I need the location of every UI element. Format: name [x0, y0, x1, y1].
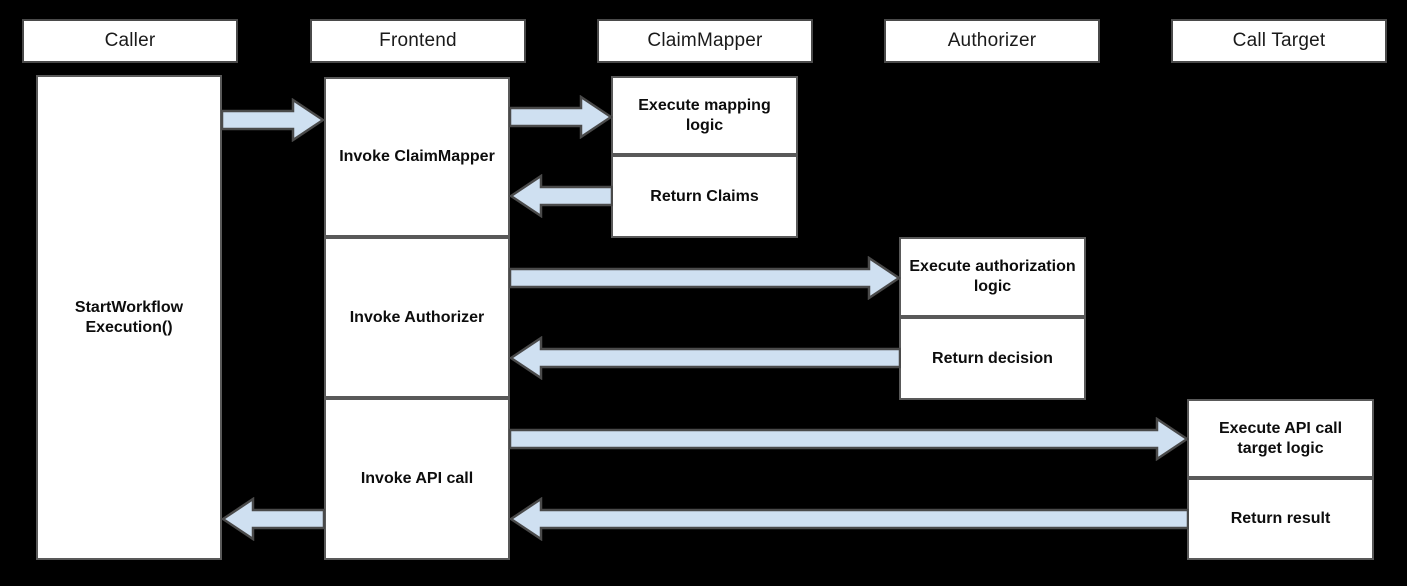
activation-label-invoke-authorizer: Invoke Authorizer: [349, 308, 485, 326]
message-arrow-claimmapper-to-frontend[interactable]: [509, 174, 613, 218]
message-arrow-calltarget-to-frontend[interactable]: [509, 497, 1189, 541]
activation-label-return-decision: Return decision: [932, 349, 1053, 367]
activation-label-execute-mapping-logic: Execute mapping logic: [638, 96, 771, 134]
activation-frontend-invoke-api-call[interactable]: Invoke API call: [324, 398, 510, 560]
activation-caller-start-workflow[interactable]: StartWorkflow Execution(): [36, 75, 222, 560]
message-arrow-authorizer-to-frontend[interactable]: [509, 336, 901, 380]
participant-label-authorizer: Authorizer: [947, 30, 1037, 51]
participant-header-caller[interactable]: Caller: [22, 19, 238, 63]
activation-calltarget-execute-api-call-target-logic[interactable]: Execute API call target logic: [1187, 399, 1374, 478]
activation-label-invoke-claimmapper: Invoke ClaimMapper: [339, 148, 495, 165]
activation-frontend-invoke-authorizer[interactable]: Invoke Authorizer: [324, 237, 510, 398]
participant-label-claimmapper: ClaimMapper: [647, 30, 763, 51]
activation-label-return-claims: Return Claims: [650, 187, 759, 205]
participant-label-calltarget: Call Target: [1232, 30, 1326, 51]
message-arrow-frontend-to-calltarget[interactable]: [509, 417, 1189, 461]
activation-claimmapper-return-claims[interactable]: Return Claims: [611, 155, 798, 238]
activation-authorizer-return-decision[interactable]: Return decision: [899, 317, 1086, 400]
participant-header-authorizer[interactable]: Authorizer: [884, 19, 1100, 63]
participant-label-frontend: Frontend: [379, 30, 457, 51]
activation-label-execute-api-call-target-logic: Execute API call target logic: [1218, 419, 1343, 457]
activation-label-invoke-api-call: Invoke API call: [360, 470, 474, 487]
activation-claimmapper-execute-mapping-logic[interactable]: Execute mapping logic: [611, 76, 798, 155]
activation-label-caller-start: StartWorkflow Execution(): [74, 298, 184, 336]
message-arrow-frontend-to-authorizer[interactable]: [509, 256, 901, 300]
message-arrow-frontend-to-caller[interactable]: [221, 497, 325, 541]
activation-label-return-result: Return result: [1230, 510, 1331, 527]
participant-header-calltarget[interactable]: Call Target: [1171, 19, 1387, 63]
message-arrow-frontend-to-claimmapper[interactable]: [509, 95, 613, 139]
participant-label-caller: Caller: [104, 30, 156, 51]
activation-frontend-invoke-claimmapper[interactable]: Invoke ClaimMapper: [324, 77, 510, 237]
activation-label-execute-authorization-logic: Execute authorization logic: [909, 258, 1076, 295]
message-arrow-caller-to-frontend[interactable]: [221, 98, 325, 142]
participant-header-frontend[interactable]: Frontend: [310, 19, 526, 63]
participant-header-claimmapper[interactable]: ClaimMapper: [597, 19, 813, 63]
activation-authorizer-execute-authorization-logic[interactable]: Execute authorization logic: [899, 237, 1086, 317]
activation-calltarget-return-result[interactable]: Return result: [1187, 478, 1374, 560]
